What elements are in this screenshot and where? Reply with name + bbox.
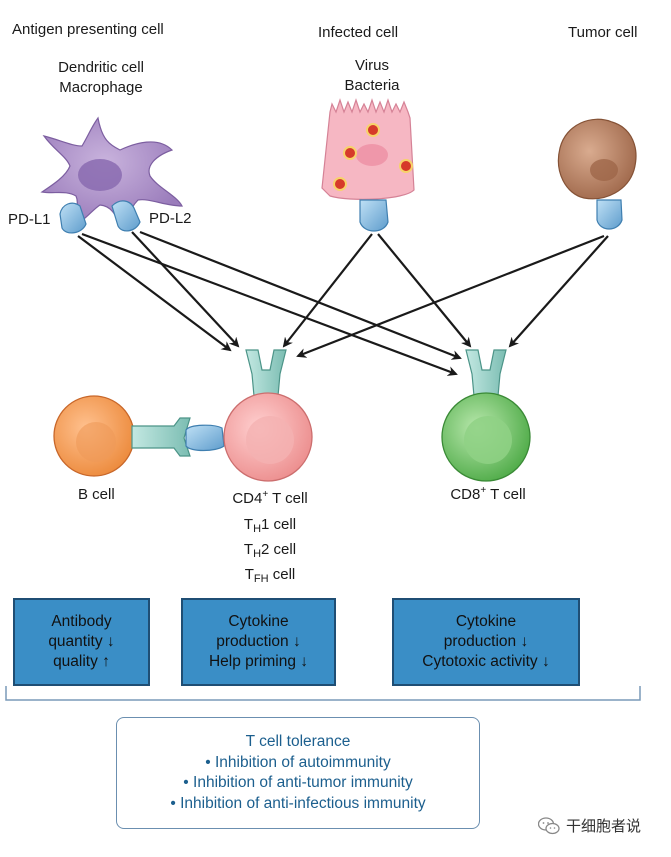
cd4-pd1-receptor bbox=[245, 349, 287, 397]
arrow-infected-cd4 bbox=[282, 233, 373, 348]
cd4-t-cell bbox=[223, 392, 313, 482]
tumor-cell bbox=[557, 118, 637, 200]
tolerance-title: T cell tolerance bbox=[245, 733, 351, 750]
apc-type-dendritic: Dendritic cell bbox=[58, 59, 144, 76]
cd4-ligand bbox=[185, 424, 225, 452]
pdl1-ligand bbox=[59, 202, 87, 234]
watermark-text: 干细胞者说 bbox=[566, 818, 642, 835]
arrow-infected-cd8 bbox=[377, 233, 472, 348]
dendritic-cell bbox=[40, 116, 184, 230]
pdl1-label: PD-L1 bbox=[8, 211, 51, 228]
bcell-receptor bbox=[131, 417, 191, 457]
cd4-label: CD4+ T cell bbox=[232, 489, 308, 508]
effect-line: Cytokine bbox=[228, 613, 289, 630]
arrow-pdl2-cd4 bbox=[131, 231, 240, 348]
apc-header: Antigen presenting cell bbox=[12, 21, 164, 38]
arrow-tumor-cd8 bbox=[508, 235, 609, 348]
apc-type-macrophage: Macrophage bbox=[59, 79, 143, 96]
effect-line: production ↓ bbox=[443, 633, 529, 650]
arrow-pdl2-cd8 bbox=[139, 230, 462, 360]
cd8-label: CD8+ T cell bbox=[450, 485, 526, 504]
tolerance-item: • Inhibition of anti-infectious immunity bbox=[170, 794, 426, 812]
effect-line: Cytotoxic activity ↓ bbox=[422, 653, 550, 670]
t-cell-tolerance-box: T cell tolerance • Inhibition of autoimm… bbox=[116, 717, 480, 829]
arrow-pdl1-cd4 bbox=[77, 235, 232, 352]
boxes-bracket bbox=[5, 686, 641, 701]
watermark: 干细胞者说 bbox=[538, 815, 641, 836]
infected-ligand bbox=[359, 199, 389, 232]
arrow-tumor-cd4 bbox=[296, 234, 605, 358]
pdl2-ligand bbox=[111, 200, 141, 232]
b-cell bbox=[53, 395, 135, 477]
arrows bbox=[77, 230, 609, 376]
effect-box-cd4: Cytokine production ↓ Help priming ↓ bbox=[181, 598, 336, 686]
infected-header: Infected cell bbox=[318, 24, 399, 41]
tumor-header: Tumor cell bbox=[568, 24, 638, 41]
b-cell-label: B cell bbox=[78, 486, 115, 503]
effect-line: Help priming ↓ bbox=[208, 653, 309, 670]
wechat-icon bbox=[538, 816, 560, 834]
effect-line: quality ↑ bbox=[53, 653, 110, 670]
effect-box-cd8: Cytokine production ↓ Cytotoxic activity… bbox=[392, 598, 580, 686]
effect-line: production ↓ bbox=[216, 633, 301, 650]
infected-type-virus: Virus bbox=[355, 57, 389, 74]
pdl2-label: PD-L2 bbox=[149, 210, 192, 227]
arrow-pdl1-cd8 bbox=[81, 232, 458, 376]
tolerance-item: • Inhibition of autoimmunity bbox=[205, 753, 391, 771]
infected-type-bacteria: Bacteria bbox=[344, 77, 400, 94]
effect-box-bcell: Antibody quantity ↓ quality ↑ bbox=[13, 598, 150, 686]
th2-label: TH2 cell bbox=[243, 541, 297, 560]
cd8-t-cell bbox=[441, 392, 531, 482]
infected-cell bbox=[321, 98, 415, 200]
effect-line: Cytokine bbox=[455, 613, 517, 630]
effect-line: Antibody bbox=[51, 613, 112, 630]
tumor-ligand bbox=[596, 199, 623, 230]
effect-line: quantity ↓ bbox=[48, 633, 115, 650]
tfh-label: TFH cell bbox=[244, 566, 296, 585]
th1-label: TH1 cell bbox=[243, 516, 297, 535]
tolerance-item: • Inhibition of anti-tumor immunity bbox=[183, 774, 413, 791]
cd8-pd1-receptor bbox=[465, 349, 507, 397]
